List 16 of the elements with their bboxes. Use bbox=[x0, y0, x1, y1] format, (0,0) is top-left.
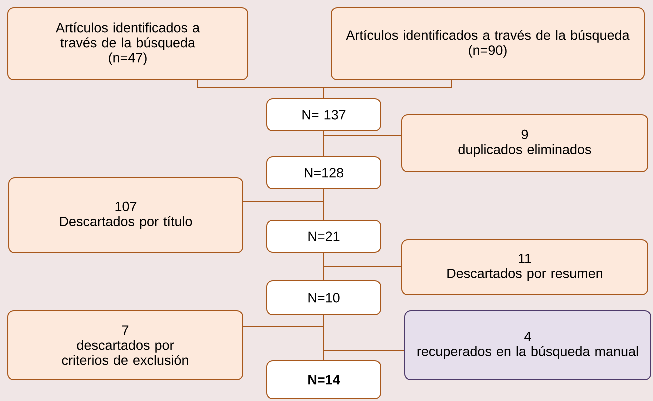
connector-line bbox=[324, 350, 405, 352]
source-box: Artículos identificados a través de la búsqueda (n=47) bbox=[8, 8, 248, 80]
count-box: N=10 bbox=[266, 280, 382, 316]
connector-line bbox=[324, 266, 402, 268]
count-box: N=21 bbox=[266, 220, 382, 253]
connector-line bbox=[324, 80, 452, 99]
excluded-box: 107 Descartados por título bbox=[8, 178, 244, 254]
count-box: N= 137 bbox=[266, 98, 382, 132]
count-box: N=128 bbox=[266, 156, 382, 190]
source-box: Artículos identificados a través de la búsqueda (n=90) bbox=[331, 8, 645, 80]
connector-line bbox=[243, 326, 324, 328]
excluded-box: 7 descartados por criterios de exclusión bbox=[8, 310, 244, 380]
count-box: N=14 bbox=[266, 360, 382, 400]
excluded-box: 11 Descartados por resumen bbox=[402, 240, 648, 296]
excluded-box: 9 duplicados eliminados bbox=[402, 114, 648, 172]
added-box: 4 recuperados en la búsqueda manual bbox=[404, 310, 652, 380]
